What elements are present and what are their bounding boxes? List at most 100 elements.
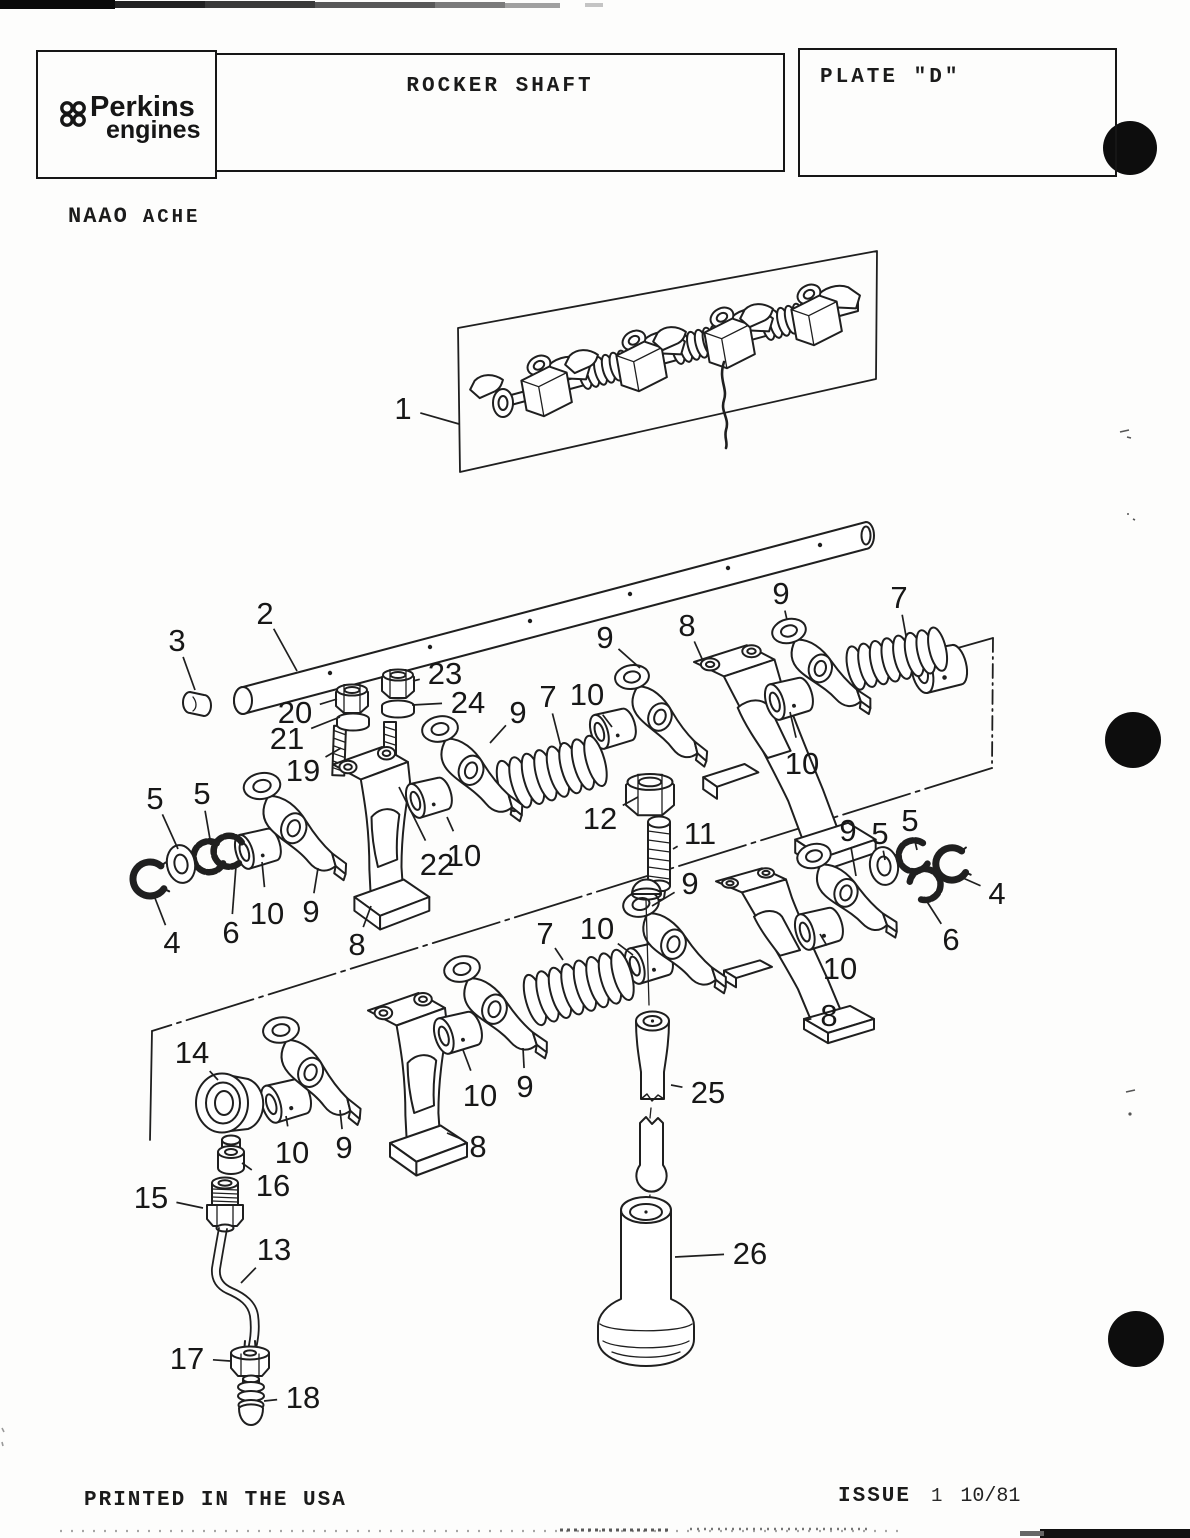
callout-6: 6 bbox=[942, 922, 959, 957]
callout-9: 9 bbox=[839, 813, 856, 848]
logo-word-perkins: Perkins bbox=[90, 91, 195, 123]
rocker-shaft-assembly-1 bbox=[464, 272, 869, 448]
callout-leader-8 bbox=[693, 641, 704, 662]
valve-stack bbox=[598, 880, 694, 1367]
code-right: ACHE bbox=[142, 206, 201, 228]
callout-3: 3 bbox=[168, 623, 185, 658]
callout-11: 11 bbox=[684, 816, 716, 851]
callout-leader-21 bbox=[310, 716, 341, 730]
callout-leader-5 bbox=[161, 814, 179, 850]
pushrod-25-lower bbox=[636, 1117, 666, 1192]
binder-hole bbox=[1105, 712, 1161, 768]
callout-7: 7 bbox=[539, 679, 556, 714]
callout-4: 4 bbox=[988, 876, 1005, 911]
oil-feed-pipe bbox=[722, 362, 727, 448]
callout-leader-10 bbox=[261, 861, 266, 888]
issue-label: ISSUE bbox=[838, 1485, 912, 1508]
tappet-26 bbox=[598, 1197, 694, 1366]
callout-leader-9 bbox=[489, 724, 507, 744]
nut-12 bbox=[624, 772, 676, 817]
callout-8: 8 bbox=[348, 927, 365, 962]
callout-leader-10 bbox=[617, 942, 634, 956]
callout-5: 5 bbox=[146, 781, 163, 816]
callout-19: 19 bbox=[286, 753, 320, 788]
callout-leader-17 bbox=[212, 1358, 231, 1362]
issue-number: 1 bbox=[931, 1485, 943, 1507]
callout-leader-10 bbox=[285, 1115, 289, 1127]
callout-leader-9 bbox=[522, 1047, 525, 1069]
callout-6: 6 bbox=[222, 915, 239, 950]
callout-7: 7 bbox=[890, 580, 907, 615]
callout-10: 10 bbox=[570, 677, 604, 712]
callout-leader-5 bbox=[882, 850, 886, 861]
issue-date: 10/81 bbox=[960, 1485, 1021, 1508]
callout-leader-8 bbox=[362, 905, 372, 928]
union-15 bbox=[207, 1178, 243, 1232]
printed-in-usa: PRINTED IN THE USA bbox=[84, 1489, 347, 1512]
callout-leader-15 bbox=[176, 1201, 204, 1209]
callout-leader-10 bbox=[789, 711, 797, 738]
callout-14: 14 bbox=[175, 1035, 209, 1070]
callout-leader-5 bbox=[913, 837, 918, 851]
callout-20: 20 bbox=[278, 695, 312, 730]
circlip-4b bbox=[934, 846, 971, 883]
union-17 bbox=[231, 1341, 269, 1376]
callout-leader-8 bbox=[805, 1017, 812, 1021]
callout-leader-7 bbox=[551, 713, 562, 748]
callout-10: 10 bbox=[275, 1135, 309, 1170]
callout-18: 18 bbox=[286, 1380, 320, 1415]
washer-24 bbox=[381, 699, 415, 719]
circlip-4a bbox=[132, 860, 170, 897]
connector-16 bbox=[218, 1136, 244, 1175]
callout-leader-10 bbox=[446, 816, 455, 832]
title-box: ROCKER SHAFT bbox=[215, 53, 785, 172]
callout-26: 26 bbox=[733, 1236, 767, 1271]
plate-label: PLATE "D" bbox=[820, 66, 961, 89]
callout-leader-14 bbox=[209, 1070, 219, 1081]
callout-leader-9 bbox=[313, 867, 319, 894]
callout-10: 10 bbox=[250, 896, 284, 931]
callout-9: 9 bbox=[596, 620, 613, 655]
upper-row bbox=[132, 606, 973, 931]
callout-10: 10 bbox=[447, 838, 481, 873]
callout-10: 10 bbox=[580, 911, 614, 946]
callout-9: 9 bbox=[302, 894, 319, 929]
callout-25: 25 bbox=[691, 1075, 725, 1110]
callout-leader-10 bbox=[819, 933, 828, 947]
callout-leader-24 bbox=[411, 702, 443, 706]
spring-7c bbox=[518, 946, 640, 1029]
logo-box: Perkins engines bbox=[36, 50, 217, 179]
scan-artifact-bottom bbox=[60, 1527, 1190, 1538]
callout-17: 17 bbox=[170, 1341, 204, 1376]
callout-leader-13 bbox=[240, 1267, 257, 1284]
nut-20 bbox=[335, 683, 369, 714]
callout-leader-22 bbox=[398, 786, 427, 842]
callout-leader-18 bbox=[263, 1398, 278, 1402]
callout-16: 16 bbox=[256, 1168, 290, 1203]
scan-specks bbox=[1, 429, 1136, 1447]
callout-21: 21 bbox=[270, 721, 304, 756]
end-cap-14 bbox=[196, 1074, 263, 1133]
callout-5: 5 bbox=[901, 803, 918, 838]
callout-leader-9 bbox=[784, 610, 788, 621]
callout-12: 12 bbox=[583, 801, 617, 836]
callout-leader-1 bbox=[420, 412, 460, 425]
welch-plug-3 bbox=[183, 692, 211, 716]
callout-leader-6 bbox=[923, 896, 942, 925]
assembly-panel bbox=[458, 251, 877, 472]
scan-artifact-top-bar bbox=[0, 0, 603, 9]
callout-2: 2 bbox=[256, 596, 273, 631]
callout-leader-7 bbox=[554, 947, 564, 961]
callout-leader-25 bbox=[670, 1084, 683, 1089]
callout-leader-4 bbox=[962, 877, 981, 887]
callout-13: 13 bbox=[257, 1232, 291, 1267]
callout-24: 24 bbox=[451, 685, 485, 720]
callout-leader-16 bbox=[241, 1162, 253, 1171]
logo-word-engines: engines bbox=[106, 115, 201, 144]
callout-10: 10 bbox=[785, 746, 819, 781]
callout-5: 5 bbox=[871, 816, 888, 851]
callout-leader-26 bbox=[674, 1253, 725, 1258]
washer-21 bbox=[336, 712, 370, 732]
